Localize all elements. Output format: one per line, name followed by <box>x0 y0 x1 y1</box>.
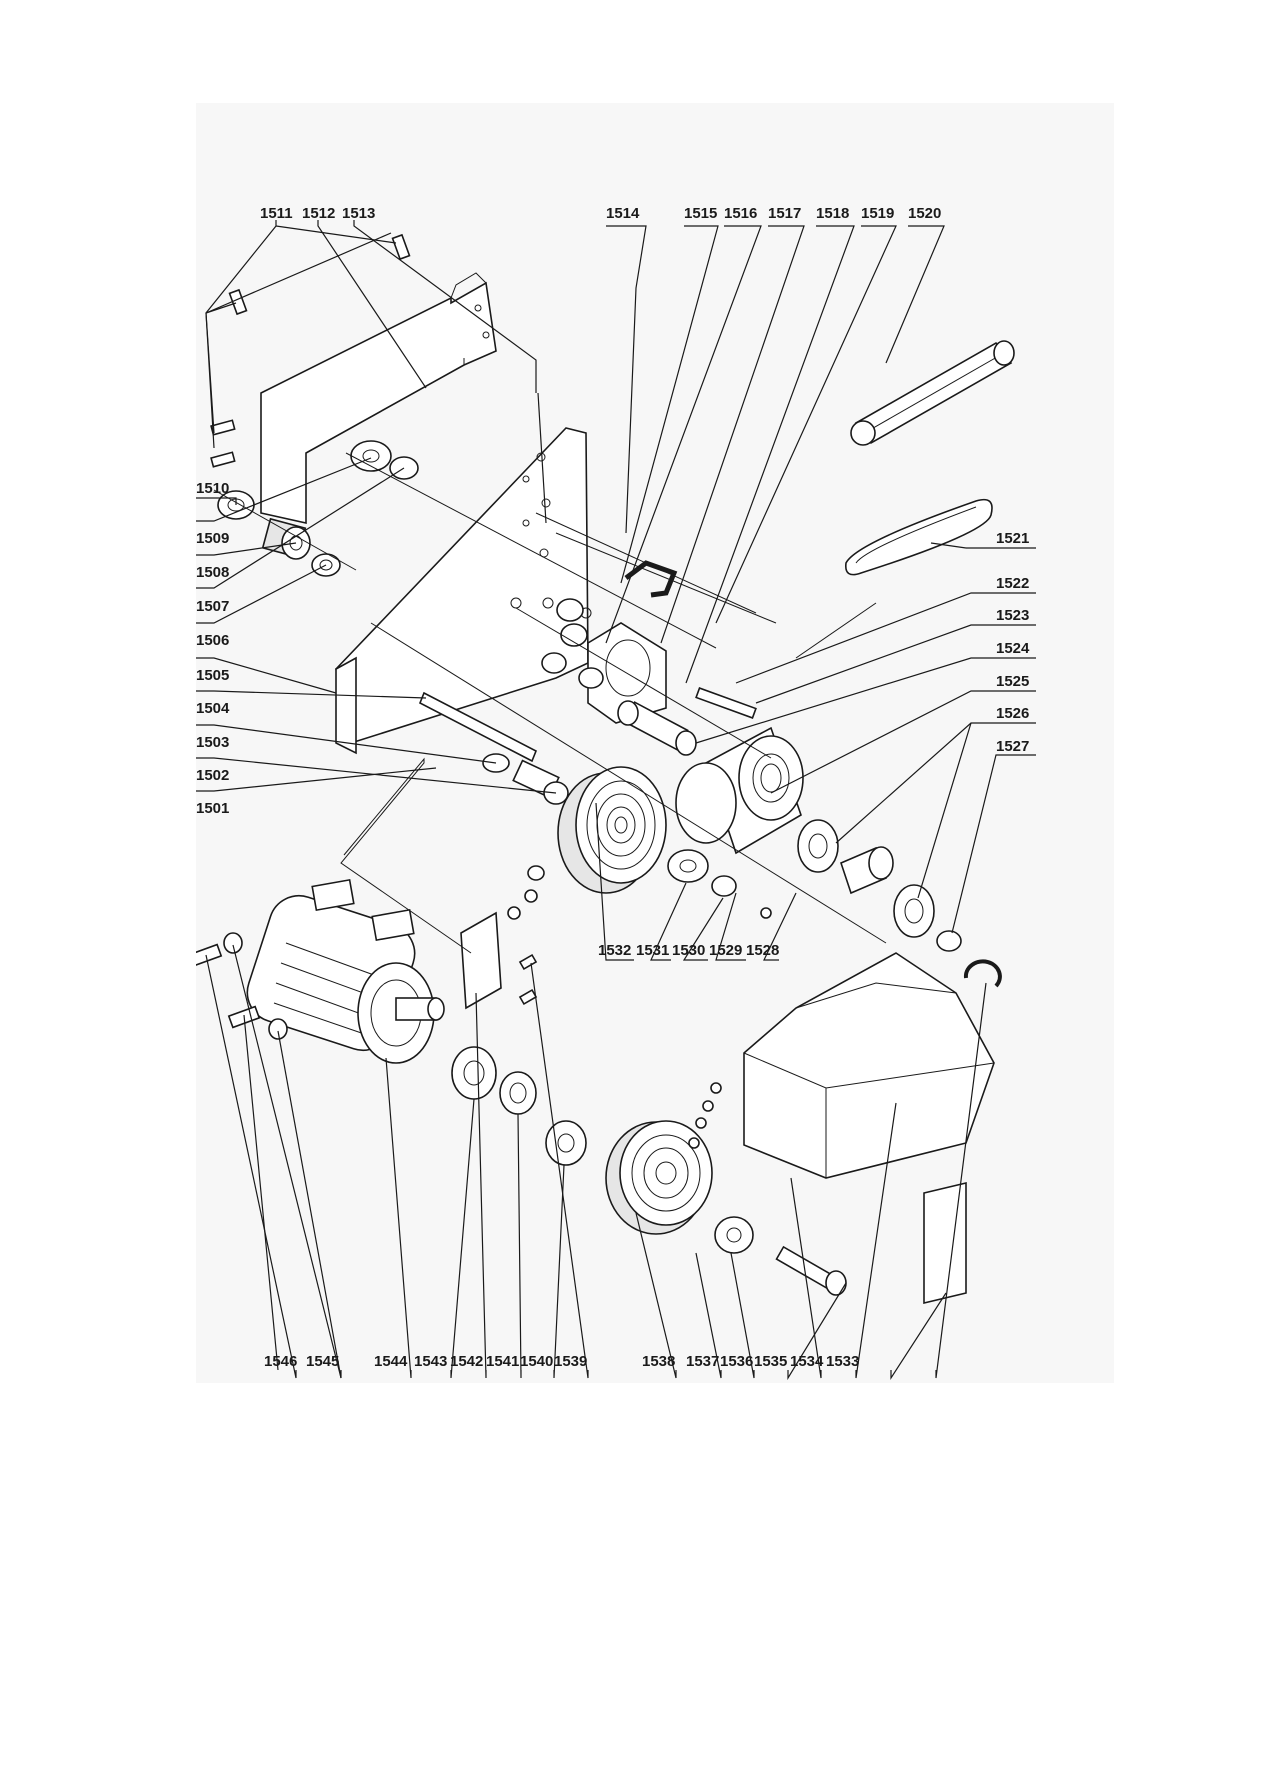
label-1513: 1513 <box>342 205 375 222</box>
part-clip-1527 <box>936 930 962 952</box>
part-washer-1545 <box>223 932 243 954</box>
label-1542: 1542 <box>450 1353 483 1370</box>
leader-lines <box>196 220 1036 1381</box>
label-1537: 1537 <box>686 1353 719 1370</box>
label-1507: 1507 <box>196 598 229 615</box>
label-1503: 1503 <box>196 734 229 751</box>
part-ring-1533 <box>963 959 1002 988</box>
label-1528: 1528 <box>746 942 779 959</box>
part-bearings-1526 <box>797 819 935 938</box>
part-plate-1505 <box>335 427 592 755</box>
label-1522: 1522 <box>996 575 1029 592</box>
part-bearing-1541 <box>499 1071 537 1115</box>
part-bolt-1523 <box>695 687 757 719</box>
label-1545: 1545 <box>306 1353 339 1370</box>
label-1520: 1520 <box>908 205 941 222</box>
part-pulley-1543 <box>451 1046 497 1100</box>
label-1517: 1517 <box>768 205 801 222</box>
part-plate-1534 <box>923 1181 967 1305</box>
label-1533: 1533 <box>826 1353 859 1370</box>
label-1511: 1511 <box>260 205 293 222</box>
label-1539: 1539 <box>554 1353 587 1370</box>
label-1510: 1510 <box>196 480 229 497</box>
label-1515: 1515 <box>684 205 717 222</box>
label-1501: 1501 <box>196 800 229 817</box>
label-1502: 1502 <box>196 767 229 784</box>
part-shaft-1504 <box>418 691 569 805</box>
label-1544: 1544 <box>374 1353 408 1370</box>
label-1530: 1530 <box>672 942 705 959</box>
label-1516: 1516 <box>724 205 757 222</box>
part-motor-bracket-1502 <box>340 757 545 1010</box>
label-1529: 1529 <box>709 942 742 959</box>
drawing-sheet: 1511 1512 1513 1514 1515 1516 1517 1518 … <box>196 103 1114 1383</box>
part-shaft-1524 <box>617 700 697 756</box>
part-motor-1544 <box>246 878 445 1064</box>
label-1521: 1521 <box>996 530 1029 547</box>
label-1546: 1546 <box>264 1353 297 1370</box>
label-1523: 1523 <box>996 607 1029 624</box>
label-1504: 1504 <box>196 700 230 717</box>
part-pin-1528 <box>760 907 772 919</box>
label-1540: 1540 <box>520 1353 553 1370</box>
part-guard-bracket-1512 <box>260 272 497 524</box>
label-1505: 1505 <box>196 667 229 684</box>
part-screw-1546a <box>196 943 223 967</box>
label-1535: 1535 <box>754 1353 787 1370</box>
label-1524: 1524 <box>996 640 1030 657</box>
part-pivot-bracket-1516 <box>541 598 667 724</box>
label-1531: 1531 <box>636 942 669 959</box>
label-1512: 1512 <box>302 205 335 222</box>
part-belt-1521 <box>844 498 993 576</box>
part-drum-1525 <box>675 726 804 855</box>
part-toothed-belt-1520 <box>850 340 1015 446</box>
exploded-parts-diagram: 1511 1512 1513 1514 1515 1516 1517 1518 … <box>196 205 1036 1381</box>
label-1506: 1506 <box>196 632 229 649</box>
label-1525: 1525 <box>996 673 1029 690</box>
part-washer-1531 <box>667 849 709 883</box>
label-1514: 1514 <box>606 205 640 222</box>
part-shapes <box>196 233 1015 1305</box>
part-screws-1511 <box>210 233 411 468</box>
callout-labels: 1511 1512 1513 1514 1515 1516 1517 1518 … <box>196 205 1030 1370</box>
part-pulley-1538 <box>605 1120 713 1235</box>
label-1538: 1538 <box>642 1353 675 1370</box>
label-1541: 1541 <box>486 1353 519 1370</box>
label-1509: 1509 <box>196 530 229 547</box>
label-1536: 1536 <box>720 1353 753 1370</box>
part-washer-1537 <box>714 1216 754 1254</box>
part-housing-1535 <box>688 952 995 1179</box>
label-1518: 1518 <box>816 205 849 222</box>
label-1519: 1519 <box>861 205 894 222</box>
part-handle-1515 <box>624 560 678 598</box>
part-bolt-1536 <box>775 1245 847 1296</box>
part-gear-pulley-1503 <box>557 766 667 894</box>
part-ring-1530 <box>711 875 737 897</box>
label-1543: 1543 <box>414 1353 447 1370</box>
label-1526: 1526 <box>996 705 1029 722</box>
label-1532: 1532 <box>598 942 631 959</box>
label-1527: 1527 <box>996 738 1029 755</box>
label-1508: 1508 <box>196 564 229 581</box>
part-washer-1540 <box>545 1120 587 1166</box>
label-1534: 1534 <box>790 1353 824 1370</box>
